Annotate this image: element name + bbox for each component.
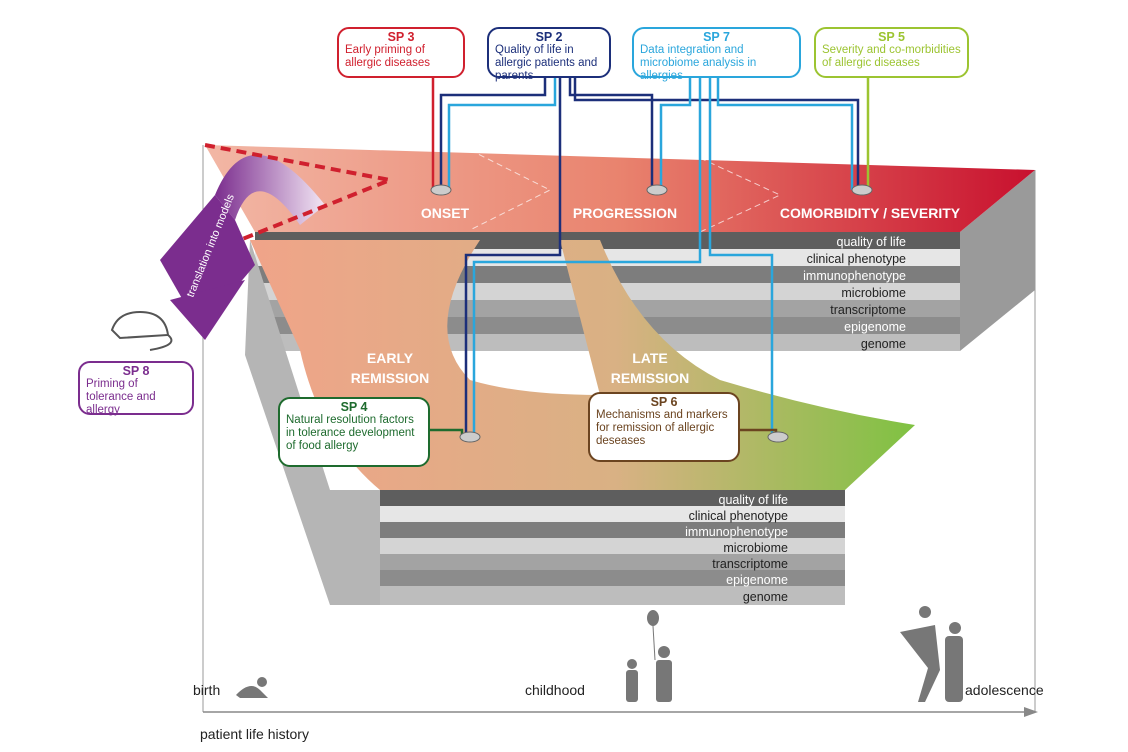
phase-early-remission: EARLY REMISSION [350, 350, 430, 386]
sp3-text: Early priming of allergic diseases [345, 44, 431, 69]
lower-layer-label: clinical phenotype [688, 509, 788, 523]
upper-layer-label: clinical phenotype [806, 252, 906, 266]
sp4-box[interactable]: SP 4 Natural resolution factors in toler… [278, 397, 430, 467]
upper-layer-label: microbiome [841, 286, 906, 300]
translation-arc [215, 154, 325, 225]
lower-layer-label: immunophenotype [685, 525, 788, 539]
sp2-box[interactable]: SP 2 Quality of life in allergic patient… [487, 27, 611, 82]
timeline-adolescence: adolescence [965, 682, 1044, 698]
adolescents-icon [900, 606, 963, 702]
phase-onset: ONSET [420, 205, 470, 221]
translation-arrow-icon [160, 195, 255, 330]
timeline-childhood: childhood [525, 682, 585, 698]
axis-label: patient life history [200, 726, 309, 742]
measurement-points [430, 184, 873, 443]
sp4-title: SP 4 [340, 400, 368, 414]
upper-surface [205, 145, 1035, 232]
sp2-title: SP 2 [535, 30, 563, 44]
sp3-title: SP 3 [387, 30, 415, 44]
sp8-box[interactable]: SP 8 Priming of tolerance and allergy [78, 361, 194, 416]
sp6-text: Mechanisms and markers for remission of … [596, 409, 728, 447]
baby-icon [236, 677, 268, 698]
phase-late-remission: LATE REMISSION [610, 350, 690, 386]
sp8-title: SP 8 [122, 364, 150, 378]
mouse-icon [110, 310, 173, 351]
axis-arrow-icon [1024, 707, 1038, 717]
sp7-title: SP 7 [703, 30, 730, 44]
connector-lines [430, 78, 870, 437]
lower-layers [245, 240, 845, 605]
phase-comorbidity: COMORBIDITY / SEVERITY [779, 205, 961, 221]
phase-progression: PROGRESSION [572, 205, 678, 221]
sp7-box[interactable]: SP 7 Data integration and microbiome ana… [632, 27, 801, 82]
sp6-box[interactable]: SP 6 Mechanisms and markers for remissio… [588, 392, 740, 462]
sp5-box[interactable]: SP 5 Severity and co-morbidities of alle… [814, 27, 969, 78]
upper-layer-label: immunophenotype [803, 269, 906, 283]
children-with-balloon-icon [626, 610, 672, 702]
sp8-text: Priming of tolerance and allergy [86, 378, 156, 416]
sp2-text: Quality of life in allergic patients and… [495, 44, 598, 82]
lower-layer-label: genome [742, 590, 788, 604]
sp5-text: Severity and co-morbidities of allergic … [822, 44, 961, 69]
sp5-title: SP 5 [878, 30, 905, 44]
lower-layer-label: microbiome [723, 541, 788, 555]
sp6-title: SP 6 [650, 395, 678, 409]
sp3-box[interactable]: SP 3 Early priming of allergic diseases [337, 27, 465, 78]
upper-layer-label: epigenome [844, 320, 906, 334]
lower-layer-label: quality of life [718, 493, 788, 507]
sp4-text: Natural resolution factors in tolerance … [286, 414, 415, 452]
lower-layer-label: transcriptome [712, 557, 788, 571]
upper-layer-label: transcriptome [830, 303, 906, 317]
sp7-text: Data integration and microbiome analysis… [640, 44, 757, 82]
upper-layer-label: genome [860, 337, 906, 351]
timeline-birth: birth [193, 682, 221, 698]
upper-layer-label: quality of life [836, 235, 906, 249]
lower-layer-label: epigenome [726, 573, 788, 587]
